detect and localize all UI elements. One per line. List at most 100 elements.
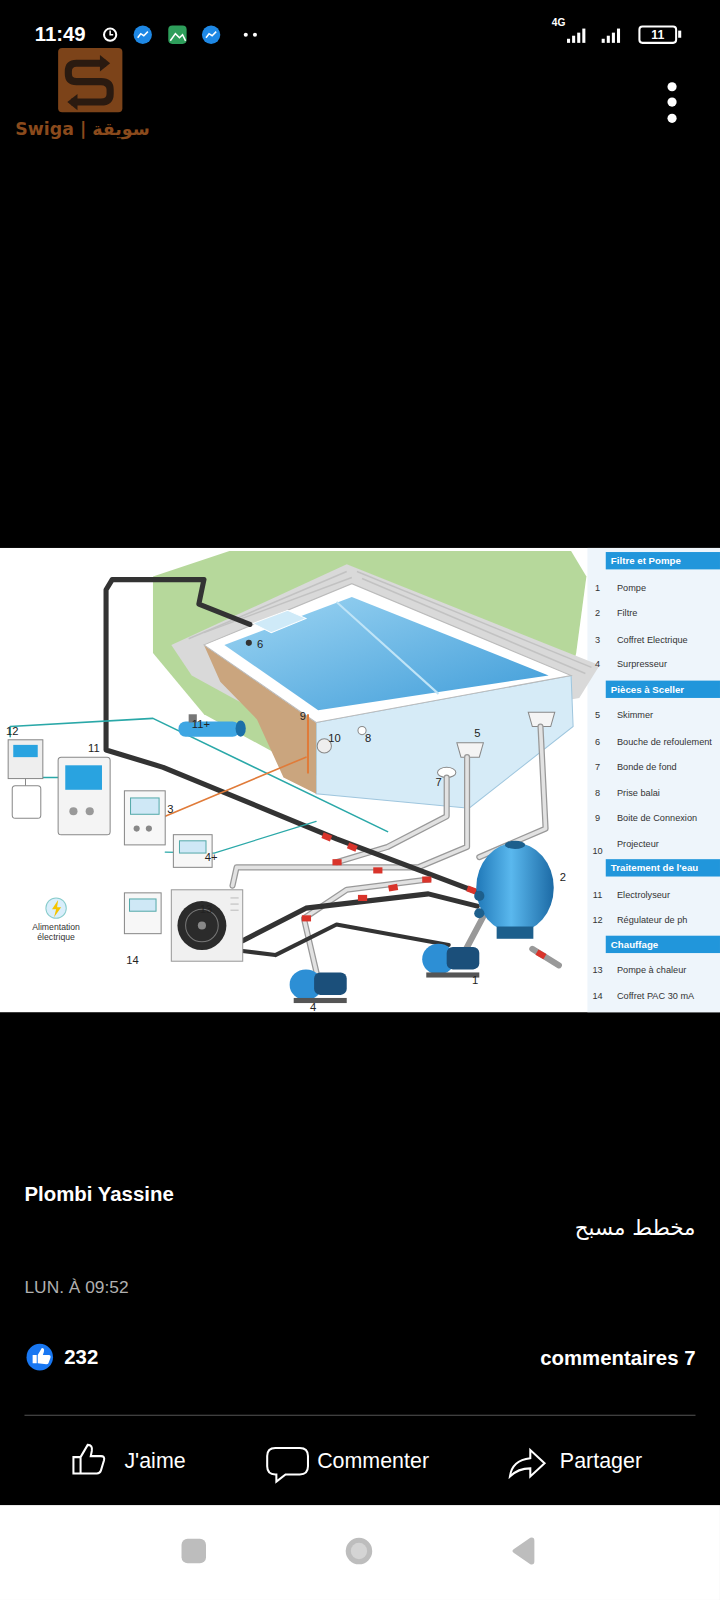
pool-diagram <box>131 798 160 814</box>
pool-diagram <box>505 841 525 849</box>
pool-diagram <box>130 899 157 911</box>
status-icons <box>678 31 681 38</box>
node-text: Traitement de l'eau <box>611 862 698 873</box>
clock-time: 11:49 <box>35 23 86 46</box>
pool-diagram <box>58 757 110 835</box>
legend-item: Boite de Connexion <box>617 813 697 824</box>
pool-diagram <box>314 972 347 994</box>
comment-count: 7 commentaires <box>540 1346 695 1369</box>
pool-diagram <box>332 859 341 865</box>
legend-number: 5 <box>595 710 600 721</box>
section-header: Pièces à Sceller <box>606 680 720 697</box>
legend-item: Régulateur de ph <box>617 915 687 926</box>
pool-diagram <box>465 916 483 951</box>
legend-number: 4 <box>595 659 600 670</box>
legend-number: 13 <box>592 965 602 976</box>
watermark-logo <box>58 48 122 112</box>
pool-diagram <box>476 843 554 933</box>
callout-number: 8 <box>365 731 371 744</box>
callout-number: 4 <box>310 1001 316 1014</box>
pool-diagram <box>204 584 571 723</box>
callout-number: 13 <box>200 903 212 916</box>
pool-diagram <box>230 898 238 910</box>
post-icons <box>351 1543 367 1559</box>
pool-diagram <box>479 727 545 858</box>
pool-diagram <box>426 972 479 977</box>
callout-number: 7 <box>435 776 441 789</box>
pool-diagram <box>587 548 720 1012</box>
node-text: 11 <box>651 28 664 42</box>
battery-level: 11 <box>638 26 677 44</box>
legend-item: Electrolyseur <box>617 890 670 901</box>
network-type: 4G <box>552 17 566 29</box>
legend-item: Coffret PAC 30 mA <box>617 991 694 1002</box>
legend-item: Bonde de fond <box>617 762 677 773</box>
menu-dots <box>667 97 676 106</box>
callout-number: 3 <box>167 803 173 816</box>
watermark: Swiga | سويقة <box>15 120 149 140</box>
pool-diagram <box>171 890 242 961</box>
legend-number: 1 <box>595 582 600 593</box>
pool-diagram <box>243 894 478 941</box>
post-icons <box>346 1538 373 1565</box>
pool-diagram <box>307 714 309 773</box>
pool-diagram <box>12 786 41 819</box>
pool-diagram <box>65 765 102 789</box>
status-icons <box>134 26 152 44</box>
pool-diagram <box>373 867 382 873</box>
status-icons <box>206 32 216 38</box>
post-icons <box>267 1448 308 1482</box>
pool-diagram <box>198 921 206 929</box>
pool-diagram <box>302 915 311 921</box>
legend-item: Prise balai <box>617 788 660 799</box>
pool-diagram <box>246 640 252 646</box>
pool-diagram <box>230 897 238 898</box>
pool-diagram <box>106 580 479 893</box>
status-icons <box>138 32 148 38</box>
callout-number: 6 <box>257 637 263 650</box>
pool-diagram <box>532 949 559 965</box>
status-icons <box>244 33 248 37</box>
legend-number: 7 <box>595 762 600 773</box>
legend-number: 12 <box>592 915 602 926</box>
pool-diagram <box>479 727 545 858</box>
post-icons <box>27 1344 54 1371</box>
watermark-logo <box>58 48 122 112</box>
pool-diagram <box>134 826 140 832</box>
pool-diagram <box>321 832 332 841</box>
pool-diagram <box>233 757 468 886</box>
pool-diagram <box>457 743 484 757</box>
pool-diagram <box>224 597 548 710</box>
post-icons <box>24 1415 695 1416</box>
legend-number: 9 <box>595 813 600 824</box>
pool-diagram <box>124 893 161 934</box>
legend-number: 11 <box>593 890 603 901</box>
pool-diagram <box>358 895 367 901</box>
pool-diagram <box>337 778 447 863</box>
callout-number: 14 <box>126 954 138 967</box>
status-icons <box>170 34 185 41</box>
pool-diagram <box>124 791 165 845</box>
pool-diagram <box>294 998 347 1003</box>
post-icons <box>73 1445 104 1474</box>
menu-dots <box>667 82 676 123</box>
callout-number: 4+ <box>205 851 218 864</box>
status-icons <box>567 39 570 43</box>
pool-diagram <box>10 580 559 980</box>
pool-diagram <box>233 757 468 886</box>
legend-item: Bouche de refoulement <box>617 737 712 748</box>
section-header: Filtre et Pompe <box>606 552 720 569</box>
pool-diagram <box>347 843 358 852</box>
pool-diagram <box>86 807 94 815</box>
status-icons <box>617 29 620 43</box>
callout-number: 12 <box>6 725 18 738</box>
post-icons <box>33 1348 51 1364</box>
pool-diagram <box>230 904 238 905</box>
pool-diagram <box>253 610 306 632</box>
action-label: J'aime <box>124 1449 185 1474</box>
legend-item: Pompe à chaleur <box>617 965 686 976</box>
callout-number: 1 <box>472 974 478 987</box>
callout-number: 11+ <box>192 718 210 731</box>
pool-diagram <box>358 727 366 735</box>
